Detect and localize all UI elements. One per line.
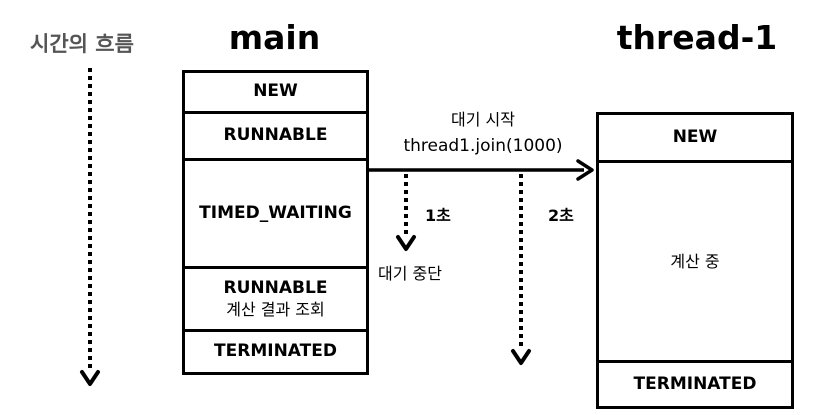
- thread1-state-computing-label: 계산 중: [670, 251, 720, 271]
- join-call-label: thread1.join(1000): [403, 136, 563, 156]
- thread1-state-terminated-label: TERMINATED: [633, 373, 757, 394]
- main-state-terminated-label: TERMINATED: [214, 341, 337, 362]
- main-state-box: NEW RUNNABLE TIMED_WAITING RUNNABLE 계산 결…: [182, 70, 369, 375]
- thread1-state-terminated: TERMINATED: [599, 360, 791, 406]
- main-state-timed-waiting-label: TIMED_WAITING: [199, 202, 352, 223]
- join-arrowhead: [576, 159, 594, 181]
- main-state-timed-waiting: TIMED_WAITING: [185, 158, 366, 266]
- thread1-state-computing: 계산 중: [599, 160, 791, 360]
- sec1-arrowhead: [396, 235, 416, 251]
- main-state-runnable-result-sub: 계산 결과 조회: [226, 299, 325, 319]
- sec2-arrowhead: [511, 349, 531, 365]
- two-second-label: 2초: [548, 206, 574, 225]
- wait-start-label: 대기 시작: [451, 110, 515, 129]
- thread1-state-new: NEW: [599, 115, 791, 160]
- main-thread-title: main: [228, 18, 321, 57]
- main-state-runnable-result-label: RUNNABLE: [223, 278, 328, 299]
- main-state-runnable: RUNNABLE: [185, 111, 366, 158]
- time-flow-label: 시간의 흐름: [30, 32, 134, 56]
- one-second-label: 1초: [425, 206, 451, 225]
- main-state-terminated: TERMINATED: [185, 329, 366, 372]
- thread1-state-new-label: NEW: [672, 126, 718, 147]
- main-state-runnable-result: RUNNABLE 계산 결과 조회: [185, 266, 366, 329]
- timeline-arrowhead: [80, 370, 100, 386]
- thread1-state-box: NEW 계산 중 TERMINATED: [596, 112, 794, 409]
- main-state-runnable-label: RUNNABLE: [223, 125, 328, 146]
- wait-stop-label: 대기 중단: [378, 264, 442, 283]
- main-state-new: NEW: [185, 73, 366, 111]
- main-state-new-label: NEW: [253, 81, 298, 102]
- thread1-title: thread-1: [616, 18, 778, 57]
